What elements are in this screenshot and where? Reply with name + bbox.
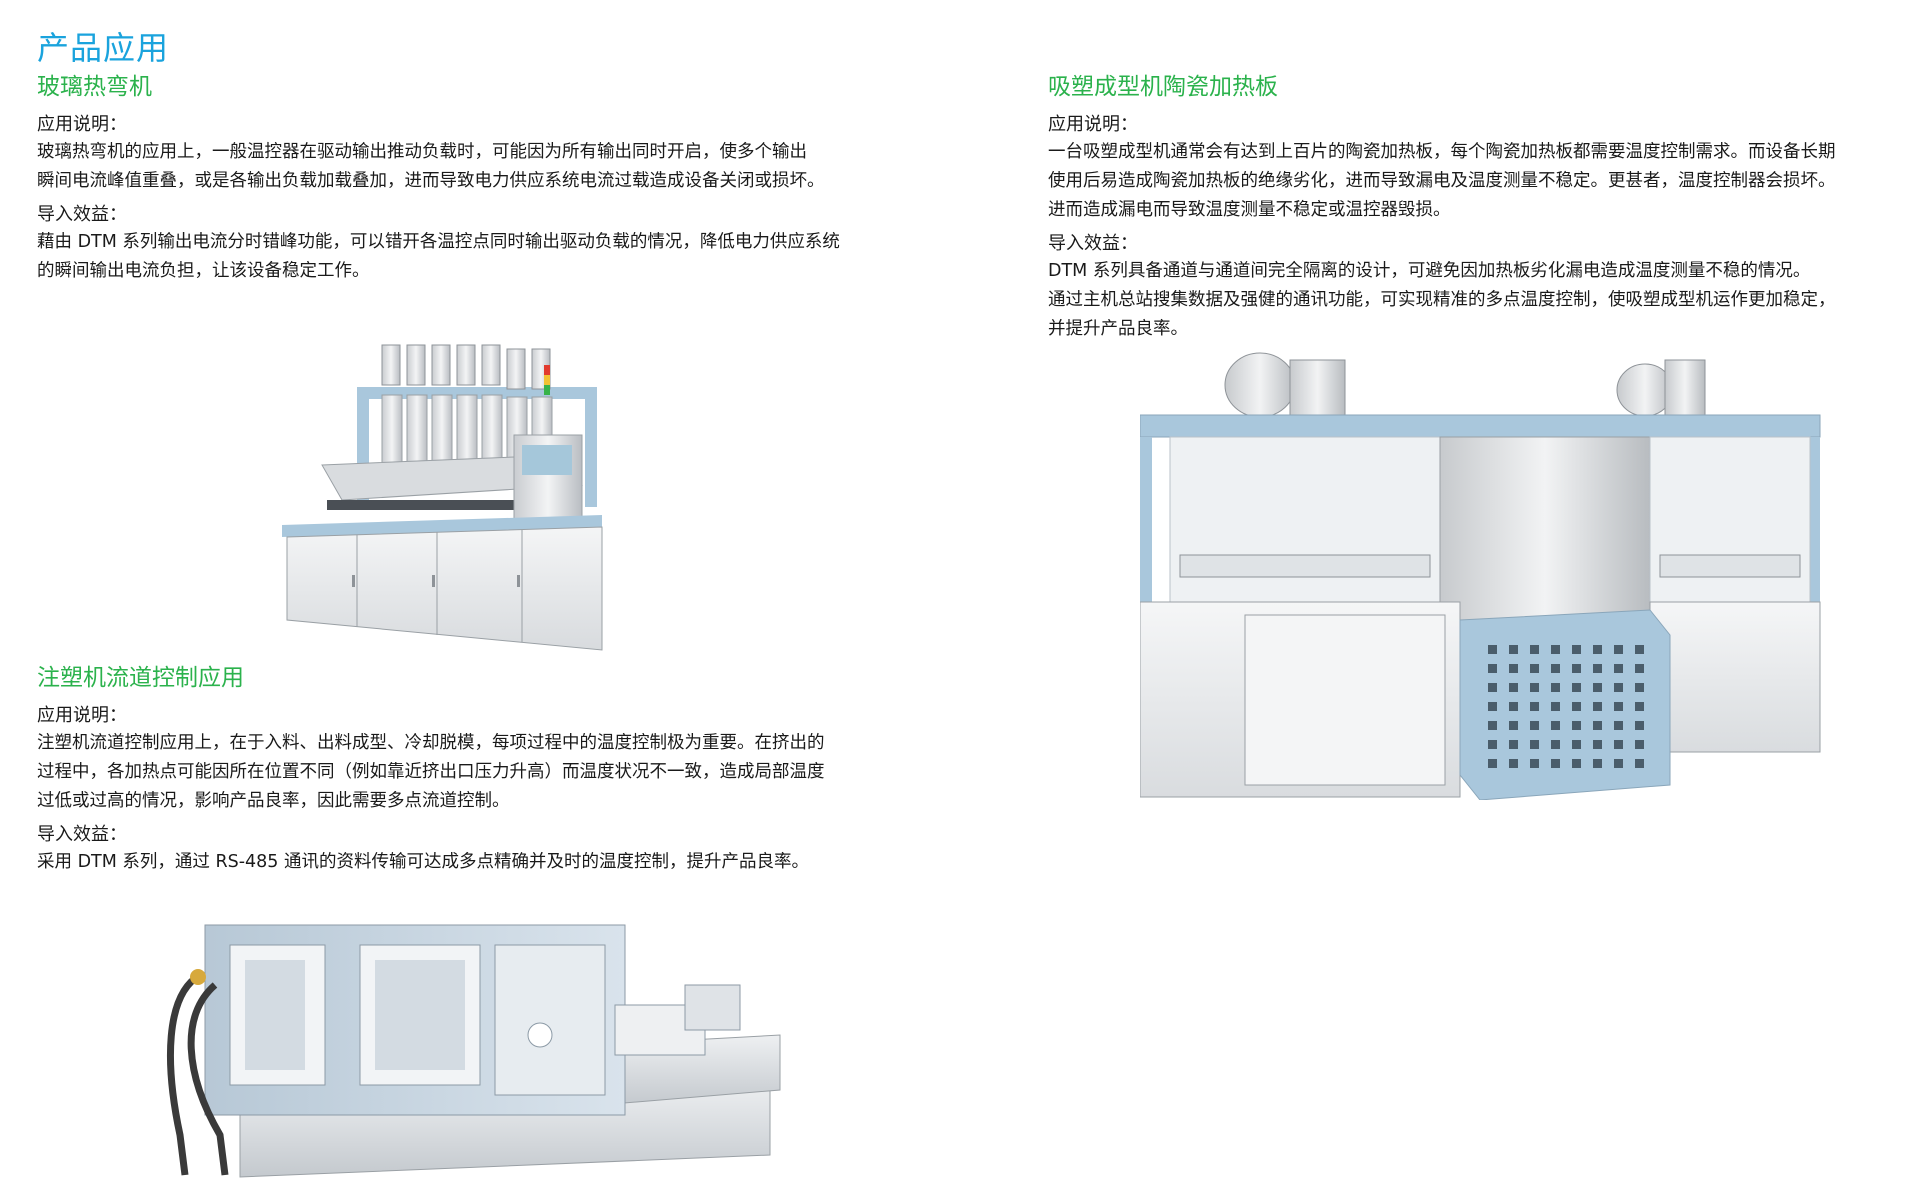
benefit-text-glass: 藉由 DTM 系列输出电流分时错峰功能，可以错开各温控点同时输出驱动负载的情况，… bbox=[37, 228, 937, 286]
benefit-text-inject: 采用 DTM 系列，通过 RS-485 通讯的资料传输可达成多点精确并及时的温度… bbox=[37, 848, 937, 877]
benefit-label-glass: 导入效益： bbox=[37, 204, 127, 225]
section-glass-bending: 玻璃热弯机 应用说明： 玻璃热弯机的应用上，一般温控器在驱动输出推动负载时，可能… bbox=[37, 72, 937, 292]
desc-line: 进而造成漏电而导致温度测量不稳定或温控器毁损。 bbox=[1048, 200, 1451, 220]
benefit-label-vacuum: 导入效益： bbox=[1048, 233, 1138, 254]
desc-label-glass: 应用说明： bbox=[37, 114, 127, 135]
section-vacuum-forming: 吸塑成型机陶瓷加热板 应用说明： 一台吸塑成型机通常会有达到上百片的陶瓷加热板，… bbox=[1048, 72, 1908, 350]
desc-line: 注塑机流道控制应用上，在于入料、出料成型、冷却脱模，每项过程中的温度控制极为重要… bbox=[37, 733, 825, 753]
vacuum-forming-machine-illustration bbox=[1139, 345, 1830, 801]
desc-label-vacuum: 应用说明： bbox=[1048, 114, 1138, 135]
section-title-glass: 玻璃热弯机 bbox=[37, 74, 152, 100]
glass-bending-machine-illustration bbox=[282, 335, 682, 655]
desc-text-inject: 注塑机流道控制应用上，在于入料、出料成型、冷却脱模，每项过程中的温度控制极为重要… bbox=[37, 729, 937, 816]
desc-text-vacuum: 一台吸塑成型机通常会有达到上百片的陶瓷加热板，每个陶瓷加热板都需要温度控制需求。… bbox=[1048, 138, 1908, 225]
benefit-text-vacuum: DTM 系列具备通道与通道间完全隔离的设计，可避免因加热板劣化漏电造成温度测量不… bbox=[1048, 257, 1908, 344]
desc-text-glass: 玻璃热弯机的应用上，一般温控器在驱动输出推动负载时，可能因为所有输出同时开启，使… bbox=[37, 138, 937, 196]
benefit-line: 藉由 DTM 系列输出电流分时错峰功能，可以错开各温控点同时输出驱动负载的情况，… bbox=[37, 232, 840, 252]
benefit-line: 的瞬间输出电流负担，让该设备稳定工作。 bbox=[37, 261, 370, 281]
injection-molding-machine-illustration bbox=[160, 905, 790, 1180]
desc-line: 瞬间电流峰值重叠，或是各输出负载加载叠加，进而导致电力供应系统电流过载造成设备关… bbox=[37, 171, 825, 191]
benefit-label-inject: 导入效益： bbox=[37, 824, 127, 845]
desc-line: 过低或过高的情况，影响产品良率，因此需要多点流道控制。 bbox=[37, 791, 510, 811]
desc-line: 过程中，各加热点可能因所在位置不同（例如靠近挤出口压力升高）而温度状况不一致，造… bbox=[37, 762, 825, 782]
section-injection-molding: 注塑机流道控制应用 应用说明： 注塑机流道控制应用上，在于入料、出料成型、冷却脱… bbox=[37, 663, 937, 883]
benefit-line: 采用 DTM 系列，通过 RS-485 通讯的资料传输可达成多点精确并及时的温度… bbox=[37, 852, 809, 872]
section-title-vacuum: 吸塑成型机陶瓷加热板 bbox=[1048, 74, 1278, 100]
benefit-line: 并提升产品良率。 bbox=[1048, 319, 1188, 339]
section-title-inject: 注塑机流道控制应用 bbox=[37, 665, 244, 691]
benefit-line: DTM 系列具备通道与通道间完全隔离的设计，可避免因加热板劣化漏电造成温度测量不… bbox=[1048, 261, 1811, 281]
desc-line: 玻璃热弯机的应用上，一般温控器在驱动输出推动负载时，可能因为所有输出同时开启，使… bbox=[37, 142, 807, 162]
desc-label-inject: 应用说明： bbox=[37, 705, 127, 726]
desc-line: 使用后易造成陶瓷加热板的绝缘劣化，进而导致漏电及温度测量不稳定。更甚者，温度控制… bbox=[1048, 171, 1836, 191]
page-title: 产品应用 bbox=[37, 29, 170, 67]
benefit-line: 通过主机总站搜集数据及强健的通讯功能，可实现精准的多点温度控制，使吸塑成型机运作… bbox=[1048, 290, 1836, 310]
desc-line: 一台吸塑成型机通常会有达到上百片的陶瓷加热板，每个陶瓷加热板都需要温度控制需求。… bbox=[1048, 142, 1836, 162]
